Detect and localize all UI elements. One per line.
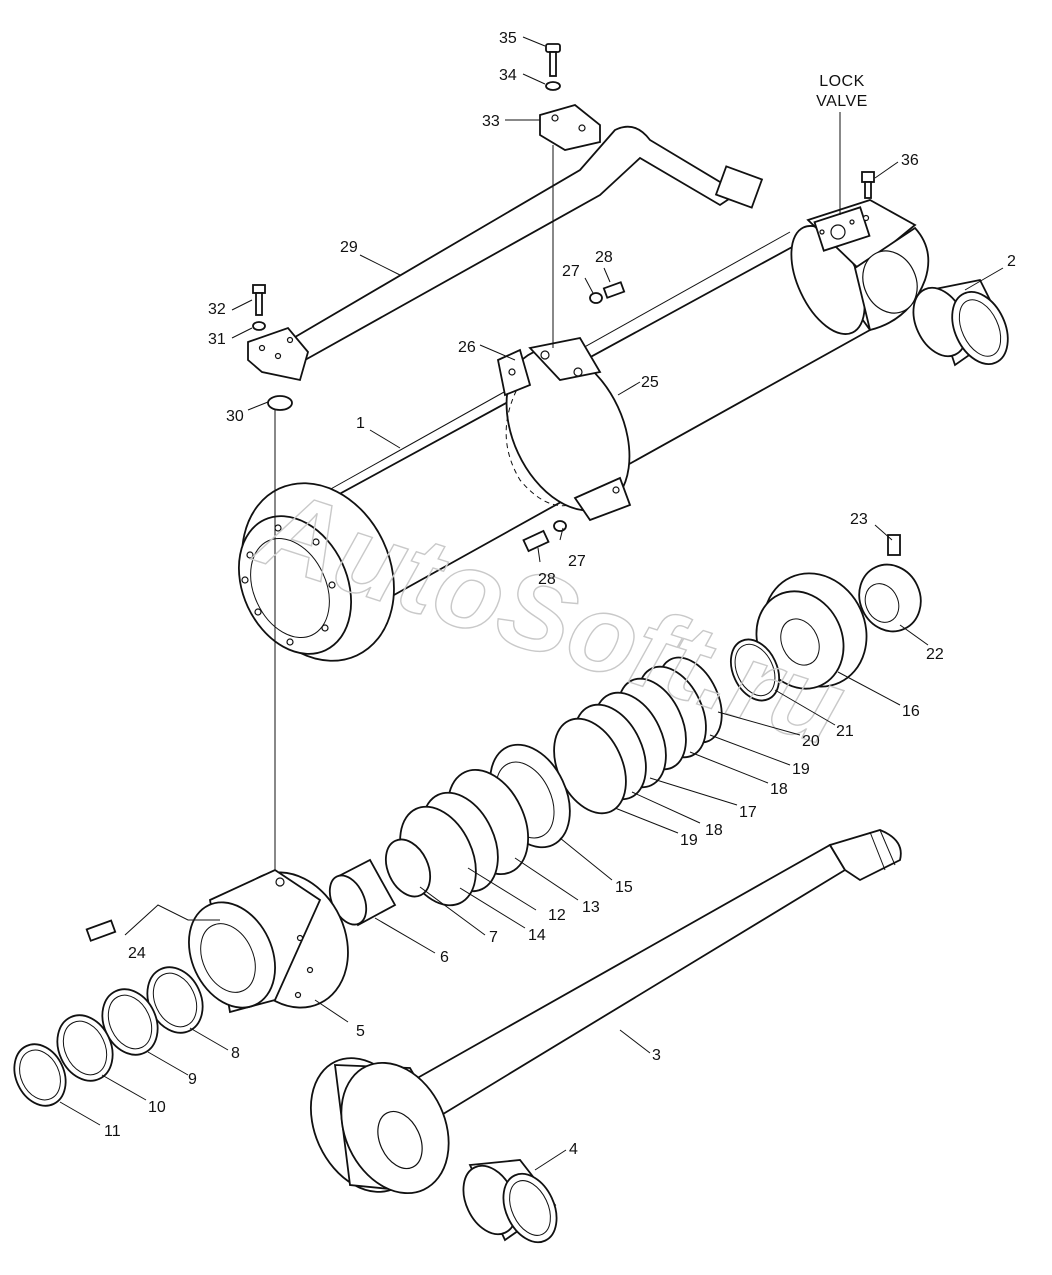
callout-25: 25 (641, 374, 659, 391)
callout-29: 29 (340, 239, 358, 256)
callout-17: 17 (739, 804, 757, 821)
callout-15: 15 (615, 879, 633, 896)
bolt-24 (85, 919, 117, 942)
callout-9: 9 (188, 1071, 197, 1088)
piston-16 (755, 572, 868, 690)
callout-26: 26 (458, 339, 476, 356)
callout-14: 14 (528, 927, 546, 944)
bolt-28-upper (602, 281, 626, 299)
bolt-36 (861, 171, 875, 199)
callout-31: 31 (208, 331, 226, 348)
washer-27-upper (589, 292, 603, 304)
callout-18a: 18 (770, 781, 788, 798)
leader-lines (59, 36, 1004, 1171)
callout-13: 13 (582, 899, 600, 916)
callout-33: 33 (482, 113, 500, 130)
bushing-2 (912, 278, 1009, 367)
bolt-28-lower (522, 529, 550, 553)
callout-6: 6 (440, 949, 449, 966)
callout-34: 34 (499, 67, 517, 84)
bushing-4 (462, 1159, 558, 1244)
callout-10: 10 (148, 1099, 166, 1116)
rod-head-5 (188, 868, 349, 1014)
callout-20: 20 (802, 733, 820, 750)
callout-8: 8 (231, 1045, 240, 1062)
callout-23: 23 (850, 511, 868, 528)
callout-27a: 27 (562, 263, 580, 280)
callout-5: 5 (356, 1023, 365, 1040)
callout-35: 35 (499, 30, 517, 47)
seal-rings (384, 638, 780, 907)
callout-12: 12 (548, 907, 566, 924)
nut-22 (858, 563, 922, 633)
callout-19a: 19 (792, 761, 810, 778)
bolt-32 (252, 284, 266, 316)
callout-7: 7 (489, 929, 498, 946)
callout-22: 22 (926, 646, 944, 663)
ring-7 (384, 838, 432, 898)
washer-34 (545, 81, 561, 91)
pipe-clamp-band (496, 336, 632, 522)
washer-27-lower (553, 520, 567, 532)
bolt-35 (545, 43, 561, 77)
rod-seals (13, 966, 204, 1107)
callout-2: 2 (1007, 253, 1016, 270)
callout-27b: 27 (568, 553, 586, 570)
washer-31 (252, 321, 266, 331)
callout-21: 21 (836, 723, 854, 740)
callout-28a: 28 (595, 249, 613, 266)
callout-24: 24 (128, 945, 146, 962)
clamp-block (539, 104, 601, 151)
callout-16: 16 (902, 703, 920, 720)
callout-4: 4 (569, 1141, 578, 1158)
callout-30: 30 (226, 408, 244, 425)
set-screw-23 (887, 534, 901, 556)
callout-3: 3 (652, 1047, 661, 1064)
o-ring-30 (267, 395, 293, 411)
callout-36: 36 (901, 152, 919, 169)
lock-valve-label-line1: LOCK (819, 73, 865, 90)
callout-28b: 28 (538, 571, 556, 588)
assembly-guide-lines (274, 145, 554, 880)
piston-rod-3 (309, 829, 902, 1195)
pipe-end-cap (714, 165, 764, 209)
callout-19b: 19 (680, 832, 698, 849)
callout-18b: 18 (705, 822, 723, 839)
hydraulic-pipe (247, 125, 764, 382)
callout-11: 11 (104, 1123, 121, 1140)
callout-1: 1 (356, 415, 365, 432)
callout-32: 32 (208, 301, 226, 318)
bushing-6 (328, 858, 397, 927)
lock-valve-label-line2: VALVE (816, 93, 868, 110)
